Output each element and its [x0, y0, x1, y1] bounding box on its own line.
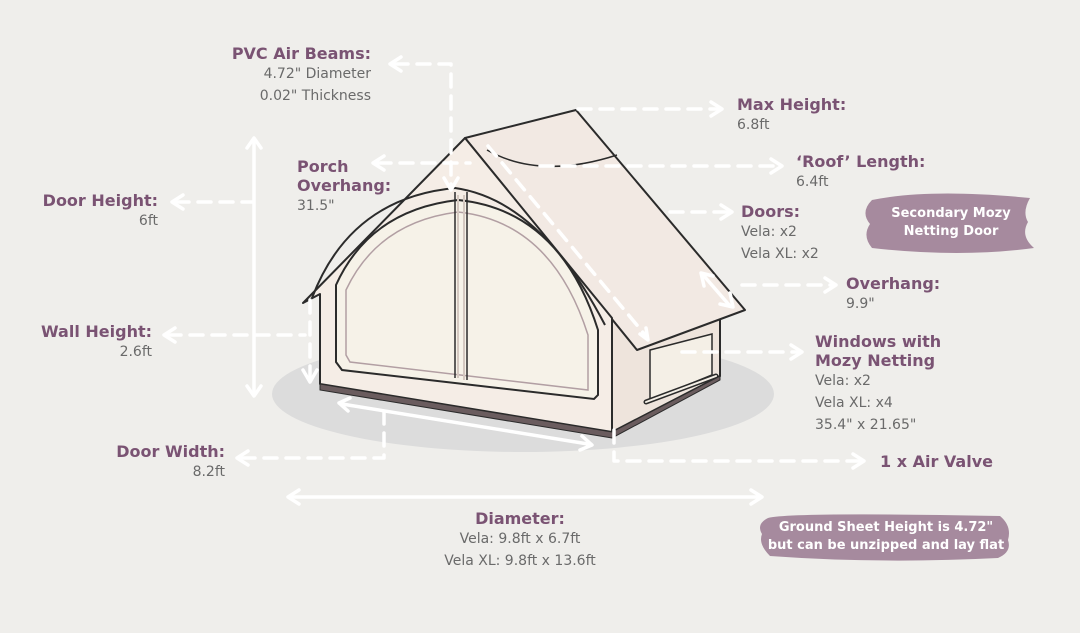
max-height-value: 6.8ft — [737, 117, 770, 133]
pvc-thickness-value: 0.02" Thickness — [259, 88, 371, 104]
doors-title: Doors: — [741, 202, 801, 221]
door-width-title: Door Width: — [116, 442, 225, 461]
max-height-title: Max Height: — [737, 95, 847, 114]
door-height-value: 6ft — [138, 213, 158, 229]
secondary-door-callout: Secondary Mozy Netting Door — [876, 205, 1026, 241]
doors-velaxl-value: Vela XL: x2 — [741, 246, 819, 262]
windows-vela-value: Vela: x2 — [815, 373, 871, 389]
diameter-velaxl-value: Vela XL: 9.8ft x 13.6ft — [444, 553, 596, 569]
roof-length-title: ‘Roof’ Length: — [796, 152, 926, 171]
roof-length-value: 6.4ft — [796, 174, 829, 190]
overhang-value: 9.9" — [846, 296, 875, 312]
wall-height-title: Wall Height: — [40, 322, 152, 341]
pvc-air-beams-label: PVC Air Beams: 4.72" Diameter 0.02" Thic… — [232, 44, 371, 107]
wall-height-value: 2.6ft — [119, 344, 152, 360]
windows-label: Windows with Mozy Netting Vela: x2 Vela … — [815, 332, 941, 436]
porch-overhang-label: Porch Overhang: 31.5" — [297, 157, 391, 217]
porch-overhang-title-line1: Porch — [297, 157, 349, 176]
diameter-title: Diameter: — [475, 509, 565, 528]
porch-overhang-value: 31.5" — [297, 198, 335, 214]
pvc-air-beams-title: PVC Air Beams: — [231, 44, 371, 63]
door-height-label: Door Height: 6ft — [43, 191, 158, 232]
overhang-title: Overhang: — [846, 274, 941, 293]
windows-title-line2: Mozy Netting — [815, 351, 936, 370]
air-valve-title: 1 x Air Valve — [880, 452, 993, 471]
air-valve-label: 1 x Air Valve — [880, 452, 993, 471]
roof-length-label: ‘Roof’ Length: 6.4ft — [796, 152, 925, 193]
porch-overhang-title-line2: Overhang: — [297, 176, 392, 195]
ground-sheet-callout-bg — [760, 514, 1009, 561]
windows-size-value: 35.4" x 21.65" — [815, 417, 917, 433]
doors-vela-value: Vela: x2 — [741, 224, 797, 240]
ground-sheet-line1: Ground Sheet Height is 4.72" — [778, 520, 994, 535]
pvc-diameter-value: 4.72" Diameter — [263, 66, 371, 82]
ground-sheet-strip — [319, 375, 721, 439]
ground-sheet-callout: Ground Sheet Height is 4.72" but can be … — [766, 519, 1006, 555]
secondary-door-line2: Netting Door — [903, 224, 999, 239]
overhang-label: Overhang: 9.9" — [846, 274, 940, 315]
wall-height-label: Wall Height: 2.6ft — [41, 322, 152, 363]
diameter-vela-value: Vela: 9.8ft x 6.7ft — [459, 531, 581, 547]
windows-title-line1: Windows with — [815, 332, 942, 351]
doors-label: Doors: Vela: x2 Vela XL: x2 — [741, 202, 819, 265]
door-width-label: Door Width: 8.2ft — [116, 442, 225, 483]
secondary-door-callout-bg — [865, 193, 1034, 253]
secondary-door-line1: Secondary Mozy — [891, 206, 1011, 221]
max-height-label: Max Height: 6.8ft — [737, 95, 846, 136]
ground-sheet-line2: but can be unzipped and lay flat — [767, 538, 1005, 553]
windows-velaxl-value: Vela XL: x4 — [815, 395, 893, 411]
door-width-value: 8.2ft — [192, 464, 225, 480]
diameter-label: Diameter: Vela: 9.8ft x 6.7ft Vela XL: 9… — [420, 509, 620, 572]
door-height-title: Door Height: — [42, 191, 158, 210]
